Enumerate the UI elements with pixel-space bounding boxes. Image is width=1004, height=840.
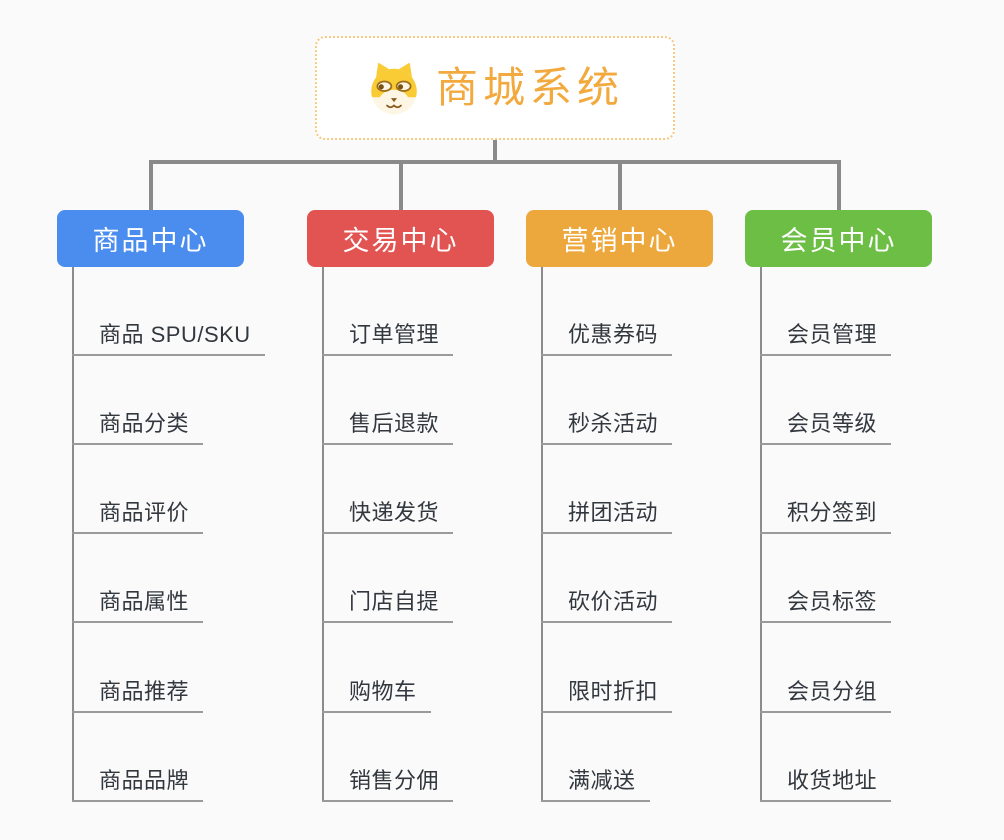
connector-bus-line — [149, 160, 840, 164]
leaf-node[interactable]: 收货地址 — [760, 766, 892, 802]
connector-branch-drop — [149, 160, 153, 210]
connector-root-stem — [493, 138, 497, 164]
leaf-node[interactable]: 销售分佣 — [322, 766, 454, 802]
branch-trunk-line — [541, 267, 543, 802]
branch-node-3[interactable]: 营销中心 — [526, 210, 713, 267]
leaf-node[interactable]: 订单管理 — [322, 320, 454, 356]
leaf-node[interactable]: 商品属性 — [72, 587, 204, 623]
leaf-node[interactable]: 商品推荐 — [72, 677, 204, 713]
leaf-node[interactable]: 会员管理 — [760, 320, 892, 356]
root-title: 商城系统 — [435, 64, 624, 111]
branch-node-1[interactable]: 商品中心 — [57, 210, 244, 267]
branch-label: 会员中心 — [780, 226, 897, 256]
branch-label: 商品中心 — [92, 226, 209, 256]
leaf-node[interactable]: 商品品牌 — [72, 766, 204, 802]
leaf-node[interactable]: 砍价活动 — [541, 587, 673, 623]
leaf-node[interactable]: 会员标签 — [760, 587, 892, 623]
root-node[interactable]: 商城系统 — [315, 36, 675, 140]
branch-node-4[interactable]: 会员中心 — [745, 210, 932, 267]
leaf-node[interactable]: 门店自提 — [322, 587, 454, 623]
branch-node-2[interactable]: 交易中心 — [307, 210, 494, 267]
leaf-node[interactable]: 购物车 — [322, 677, 431, 713]
leaf-node[interactable]: 拼团活动 — [541, 498, 673, 534]
leaf-node[interactable]: 商品 SPU/SKU — [72, 320, 265, 356]
leaf-node[interactable]: 会员等级 — [760, 409, 892, 445]
leaf-node[interactable]: 满减送 — [541, 766, 650, 802]
leaf-node[interactable]: 优惠券码 — [541, 320, 673, 356]
leaf-node[interactable]: 商品分类 — [72, 409, 204, 445]
leaf-node[interactable]: 会员分组 — [760, 677, 892, 713]
branch-trunk-line — [760, 267, 762, 802]
leaf-node[interactable]: 售后退款 — [322, 409, 454, 445]
leaf-node[interactable]: 快递发货 — [322, 498, 454, 534]
connector-branch-drop — [837, 160, 841, 210]
branch-trunk-line — [322, 267, 324, 802]
leaf-node[interactable]: 秒杀活动 — [541, 409, 673, 445]
branch-label: 营销中心 — [561, 226, 678, 256]
branch-trunk-line — [72, 267, 74, 802]
connector-branch-drop — [618, 160, 622, 210]
leaf-node[interactable]: 商品评价 — [72, 498, 204, 534]
leaf-node[interactable]: 限时折扣 — [541, 677, 673, 713]
leaf-node[interactable]: 积分签到 — [760, 498, 892, 534]
connector-branch-drop — [399, 160, 403, 210]
branch-label: 交易中心 — [342, 226, 459, 256]
dog-face-icon — [366, 60, 422, 116]
